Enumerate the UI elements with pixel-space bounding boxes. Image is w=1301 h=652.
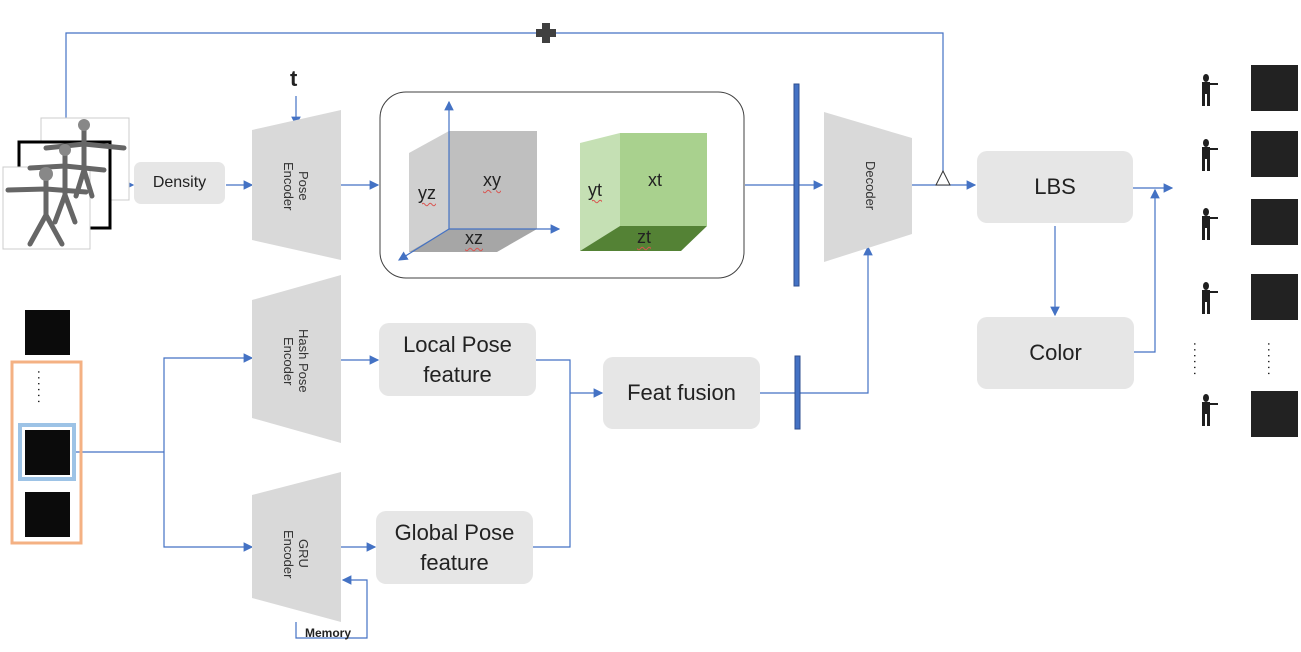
arrow-fusion-decoder: [760, 245, 873, 394]
frame-thumbnail-selected: [25, 430, 70, 475]
frame-thumbnail: [25, 310, 70, 355]
gray-cube: [397, 100, 561, 261]
color-label: Color: [1029, 340, 1082, 365]
pose-encoder-label: Pose Encoder: [281, 161, 311, 211]
output-block: [1251, 391, 1298, 437]
output-ellipsis: ......: [1191, 342, 1207, 378]
feat-fusion-label: Feat fusion: [627, 380, 736, 405]
arrow-to-hash: [163, 353, 254, 452]
gru-encoder-shape: [252, 472, 341, 622]
decoder-label: Decoder: [863, 161, 878, 211]
output-block: [1251, 65, 1298, 111]
line-local-fusion: [533, 359, 571, 548]
density-label: Density: [152, 174, 207, 191]
input-images: [2, 117, 130, 250]
skip-line: [61, 32, 944, 183]
gru-encoder-label: GRU Encoder: [281, 530, 311, 579]
plane-label-zt: zt: [637, 227, 652, 247]
global-pose-box: Global Pose feature: [376, 511, 533, 584]
global-pose-line1: Global Pose: [394, 519, 515, 545]
plane-label-xt: xt: [648, 170, 663, 190]
plane-label-xz: xz: [465, 228, 483, 248]
output-block: [1251, 131, 1298, 177]
arrow-to-gru: [163, 452, 254, 552]
triangle-icon: [935, 169, 951, 186]
hash-pose-encoder-label: Hash Pose Encoder: [281, 329, 311, 393]
memory-label: Memory: [305, 626, 352, 640]
selected-frame-border: [18, 423, 76, 481]
output-figures: [1202, 74, 1218, 426]
output-block: [1251, 274, 1298, 320]
frame-ellipsis: ......: [35, 370, 51, 406]
color-box: Color: [977, 317, 1134, 389]
local-pose-line2: feature: [423, 361, 492, 387]
memory-loop: [295, 575, 368, 639]
feat-fusion-box: Feat fusion: [603, 357, 760, 429]
arrow-color-up: [1134, 188, 1160, 353]
local-pose-line1: Local Pose: [403, 331, 512, 357]
local-pose-box: Local Pose feature: [379, 323, 536, 396]
decoder-shape: [824, 112, 912, 262]
plane-label-xy: xy: [483, 170, 501, 190]
plane-label-yz: yz: [418, 183, 436, 203]
frame-thumbnail: [25, 492, 70, 537]
lbs-label: LBS: [1034, 174, 1076, 199]
concat-bar-top: [793, 83, 800, 287]
pose-encoder-shape: [252, 110, 341, 260]
plus-icon: [536, 23, 556, 43]
time-label: t: [290, 66, 298, 91]
hash-encoder-shape: [252, 275, 341, 443]
concat-bar-bottom: [794, 355, 801, 430]
plane-label-yt: yt: [588, 180, 603, 200]
output-ellipsis: ......: [1265, 342, 1281, 378]
output-block: [1251, 199, 1298, 245]
frame-sequence-border: [10, 360, 83, 545]
global-pose-line2: feature: [420, 549, 489, 575]
density-box: Density: [134, 162, 225, 204]
lbs-box: LBS: [977, 151, 1133, 223]
green-cube: [580, 133, 707, 251]
